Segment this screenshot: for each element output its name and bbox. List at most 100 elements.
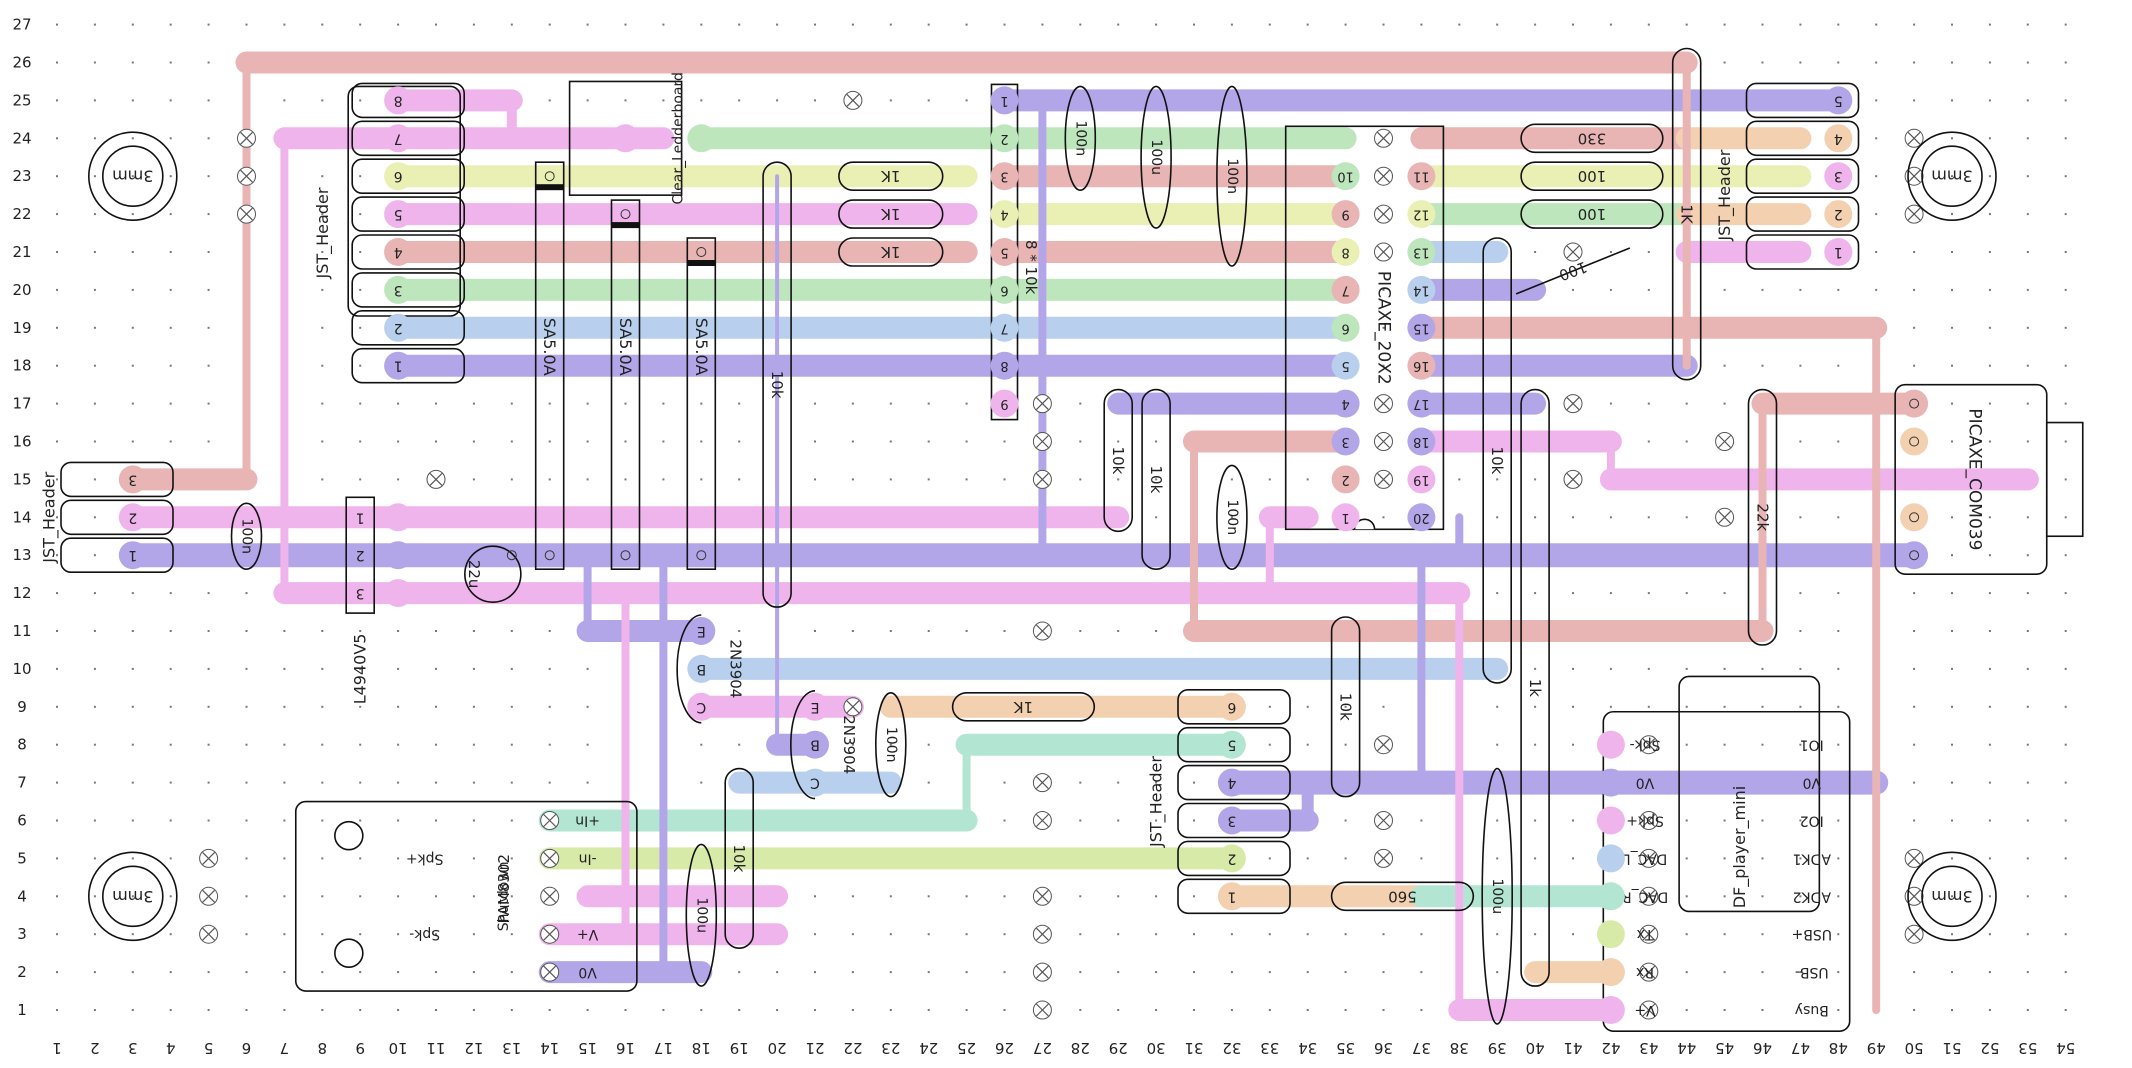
grid-dot bbox=[1761, 933, 1764, 936]
grid-dot bbox=[662, 23, 665, 26]
jst-pin-cell bbox=[351, 120, 466, 157]
track-cut-x bbox=[1642, 738, 1656, 752]
grid-dot bbox=[1723, 288, 1726, 291]
grid-dot bbox=[1988, 99, 1991, 102]
grid-dot bbox=[1875, 251, 1878, 253]
grid-dot bbox=[1117, 819, 1120, 822]
grid-dot bbox=[1799, 819, 1802, 822]
row-number: 10 bbox=[12, 660, 31, 678]
capacitor-100n-label: 100n bbox=[1072, 120, 1088, 156]
grid-dot bbox=[207, 440, 210, 443]
grid-dot bbox=[1951, 971, 1953, 974]
resistor-1k bbox=[1671, 47, 1702, 381]
jst-pin-cell bbox=[1177, 878, 1291, 915]
track-cut-x bbox=[1377, 131, 1390, 145]
grid-dot bbox=[1155, 440, 1158, 443]
grid-dot bbox=[1761, 364, 1764, 367]
grid-dot bbox=[1534, 251, 1537, 253]
jst-pin-cell bbox=[1745, 196, 1860, 232]
jst-pin bbox=[1217, 768, 1246, 797]
mounting-hole-label: 3mm bbox=[1931, 167, 1972, 186]
grid-dot bbox=[93, 137, 96, 140]
pam-speaker-label: Spk- bbox=[409, 926, 440, 942]
grid-dot bbox=[1837, 895, 1840, 898]
resistor-560 bbox=[1330, 881, 1475, 912]
df-player-pin-label: ADK2 bbox=[1793, 888, 1831, 904]
grid-dot bbox=[2026, 175, 2029, 178]
grid-dot bbox=[93, 895, 96, 898]
grid-dot bbox=[1723, 667, 1726, 670]
grid-dot bbox=[1988, 781, 1991, 784]
grid-dot bbox=[169, 933, 172, 936]
grid-dot bbox=[776, 23, 779, 26]
jst-pin-number: 4 bbox=[1227, 775, 1236, 791]
grid-dot bbox=[1382, 288, 1385, 291]
regulator-pin bbox=[384, 503, 413, 532]
grid-dot bbox=[321, 1009, 324, 1011]
grid-dot bbox=[1496, 933, 1499, 936]
grid-dot bbox=[1913, 705, 1916, 708]
column-number: 30 bbox=[1147, 1039, 1166, 1057]
grid-dot bbox=[1837, 667, 1840, 670]
grid-dot bbox=[472, 895, 475, 898]
grid-dot bbox=[397, 705, 400, 708]
grid-dot bbox=[1685, 743, 1688, 746]
grid-dot bbox=[397, 781, 400, 784]
grid-dot bbox=[1230, 1009, 1233, 1011]
transistor-pin-label: B bbox=[810, 737, 820, 753]
resistor-network-pin bbox=[990, 389, 1019, 418]
grid-dot bbox=[435, 1009, 437, 1011]
grid-dot bbox=[1723, 819, 1726, 822]
grid-dot bbox=[56, 667, 58, 670]
grid-dot bbox=[1420, 819, 1423, 822]
chip-pin bbox=[1407, 238, 1436, 266]
grid-dot bbox=[1799, 743, 1802, 746]
pam8302-amp bbox=[294, 800, 638, 992]
grid-dot bbox=[56, 592, 58, 595]
jst-pin-cell bbox=[351, 196, 466, 232]
track-cuts bbox=[199, 90, 1924, 1020]
grid-dot bbox=[851, 933, 854, 936]
jst-pin-cell bbox=[1177, 688, 1291, 725]
grid-dot bbox=[1685, 1009, 1688, 1011]
grid-dot bbox=[435, 440, 437, 443]
grid-dot bbox=[1837, 743, 1840, 746]
jst-header-label: JST_Header bbox=[1147, 756, 1167, 848]
grid-dot bbox=[927, 743, 930, 746]
track-cut-x bbox=[1377, 397, 1390, 411]
df-player-pin-label: DAC_R bbox=[1622, 888, 1669, 904]
column-number: 13 bbox=[502, 1039, 521, 1057]
track-cut-x bbox=[1907, 131, 1921, 145]
grid-dot bbox=[2026, 819, 2029, 822]
capacitor-100n bbox=[230, 502, 263, 570]
column-number: 51 bbox=[1942, 1039, 1961, 1057]
jst-pin-cell bbox=[60, 537, 174, 574]
grid-dot bbox=[321, 705, 324, 708]
grid-dot bbox=[510, 933, 513, 936]
grid-dot bbox=[472, 402, 475, 405]
grid-dot bbox=[283, 705, 286, 708]
grid-dot bbox=[1837, 592, 1840, 595]
grid-dot bbox=[435, 971, 437, 974]
grid-dot bbox=[472, 705, 475, 708]
track-cut-x bbox=[1035, 1003, 1049, 1017]
chip-pin bbox=[1407, 200, 1436, 229]
grid-dot bbox=[1079, 895, 1082, 898]
grid-dot bbox=[1799, 516, 1802, 519]
grid-dot bbox=[56, 554, 58, 557]
grid-dot bbox=[245, 705, 248, 708]
grid-dot bbox=[1079, 1009, 1082, 1011]
pam8302-label: PAM8302 bbox=[495, 854, 513, 923]
grid-dot bbox=[1382, 326, 1385, 329]
grid-dot bbox=[169, 99, 172, 102]
track-cut-x bbox=[1035, 624, 1049, 638]
mounting-hole bbox=[1907, 131, 1997, 221]
track-cut-x bbox=[1035, 472, 1049, 486]
row-number: 26 bbox=[12, 54, 31, 72]
grid-dot bbox=[1913, 288, 1916, 291]
pad-hole bbox=[544, 171, 555, 182]
capacitor-100n-label: 100n bbox=[239, 518, 255, 554]
chip-pin-number: 2 bbox=[1341, 472, 1349, 487]
jst-pin bbox=[384, 200, 413, 229]
grid-dot bbox=[93, 478, 96, 481]
